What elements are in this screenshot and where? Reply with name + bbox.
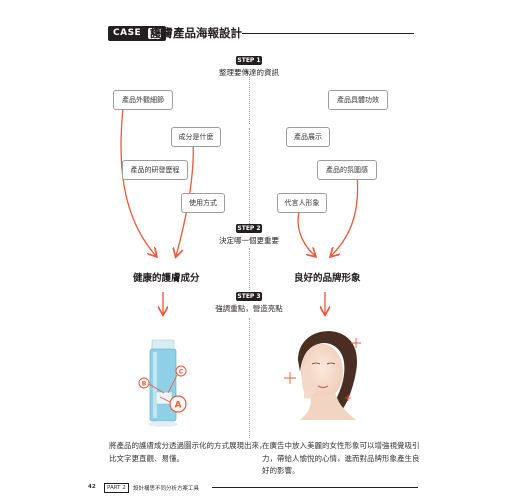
body-text-left: 將產品的護膚成分透過圖示化的方式展現出來，比文字更直觀、易懂。 xyxy=(109,441,267,463)
arrow-right-2 xyxy=(331,174,359,256)
callout-a: A xyxy=(175,401,182,411)
arrow-left-1 xyxy=(120,107,156,256)
page-number: 42 xyxy=(88,484,96,490)
subhead-right: 良好的品牌形象 xyxy=(294,273,361,284)
right-box-atmosphere: 產品的氛圍感 xyxy=(317,160,377,180)
right-box-spokesperson: 代言人形象 xyxy=(277,193,327,213)
step-3-badge: STEP 3 xyxy=(236,292,262,301)
center-divider xyxy=(249,248,250,290)
step-1-badge: STEP 1 xyxy=(236,56,262,65)
title-rule xyxy=(242,33,414,34)
case-label: CASE xyxy=(113,28,142,38)
sparkle-icon xyxy=(284,338,361,401)
left-box-appearance: 產品外觀細節 xyxy=(113,90,173,110)
center-divider xyxy=(249,128,250,224)
left-box-usage: 使用方式 xyxy=(181,193,225,213)
step-3-caption: 強調重點，營造亮點 xyxy=(215,304,283,313)
footer-rule xyxy=(212,487,418,488)
case-badge: CASE C xyxy=(108,26,166,41)
step-1-caption: 整理要傳達的資訊 xyxy=(219,68,279,77)
portrait-icon xyxy=(298,331,358,420)
step-2-caption: 決定哪一個更重要 xyxy=(219,236,279,245)
center-divider xyxy=(249,318,250,438)
footer-section-title: 設計構思不同分析方案工具 xyxy=(133,486,200,492)
footer-part-label: PART 2 xyxy=(104,483,129,493)
right-box-display: 產品展示 xyxy=(286,127,330,147)
callout-c: C xyxy=(179,369,184,376)
callout-b: B xyxy=(142,381,147,388)
subhead-left: 健康的護膚成分 xyxy=(133,273,200,284)
page-title: 護膚產品海報設計 xyxy=(150,26,242,40)
left-box-rnd-history: 產品的研發歷程 xyxy=(122,160,188,180)
right-box-effects: 產品具體功效 xyxy=(328,90,388,110)
step-2-badge: STEP 2 xyxy=(236,224,262,233)
case-letter: C xyxy=(147,28,161,39)
left-box-ingredients: 成分是什麼 xyxy=(171,127,221,147)
body-text-right: 在廣告中放入美麗的女性形象可以增強視覺吸引力，帶給人愉悅的心情，進而對品牌形象產… xyxy=(262,441,420,475)
center-divider xyxy=(249,74,250,124)
